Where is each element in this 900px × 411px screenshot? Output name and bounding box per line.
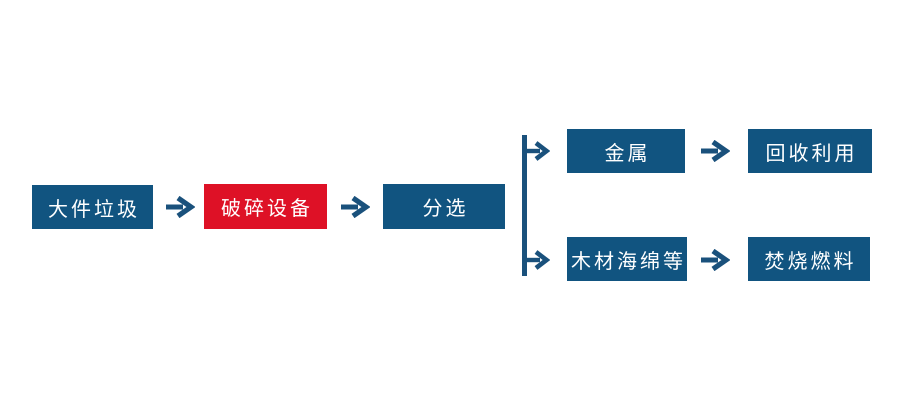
node-wood-sponge-label: 木材海绵等 bbox=[571, 250, 686, 273]
node-bulky-waste: 大件垃圾 bbox=[32, 185, 153, 229]
node-recycling: 回收利用 bbox=[748, 129, 872, 173]
node-sorting-label: 分选 bbox=[422, 198, 469, 220]
node-metal-label: 金属 bbox=[604, 142, 651, 165]
node-incineration-fuel-label: 焚烧燃料 bbox=[764, 250, 857, 273]
flow-arrow-icon bbox=[701, 139, 731, 163]
node-bulky-waste-label: 大件垃圾 bbox=[48, 198, 140, 221]
branch-connector-line bbox=[522, 135, 527, 276]
flow-arrow-icon bbox=[166, 195, 196, 219]
flow-arrow-icon bbox=[341, 195, 371, 219]
node-crushing-equipment-label: 破碎设备 bbox=[221, 198, 313, 220]
node-metal: 金属 bbox=[567, 129, 685, 173]
flow-arrow-icon bbox=[701, 248, 731, 272]
node-sorting: 分选 bbox=[383, 184, 505, 229]
node-recycling-label: 回收利用 bbox=[765, 142, 858, 165]
branch-arrow-icon bbox=[526, 141, 551, 161]
branch-arrow-icon bbox=[526, 250, 551, 270]
node-crushing-equipment: 破碎设备 bbox=[204, 184, 327, 229]
node-wood-sponge: 木材海绵等 bbox=[567, 237, 687, 281]
node-incineration-fuel: 焚烧燃料 bbox=[748, 237, 870, 281]
